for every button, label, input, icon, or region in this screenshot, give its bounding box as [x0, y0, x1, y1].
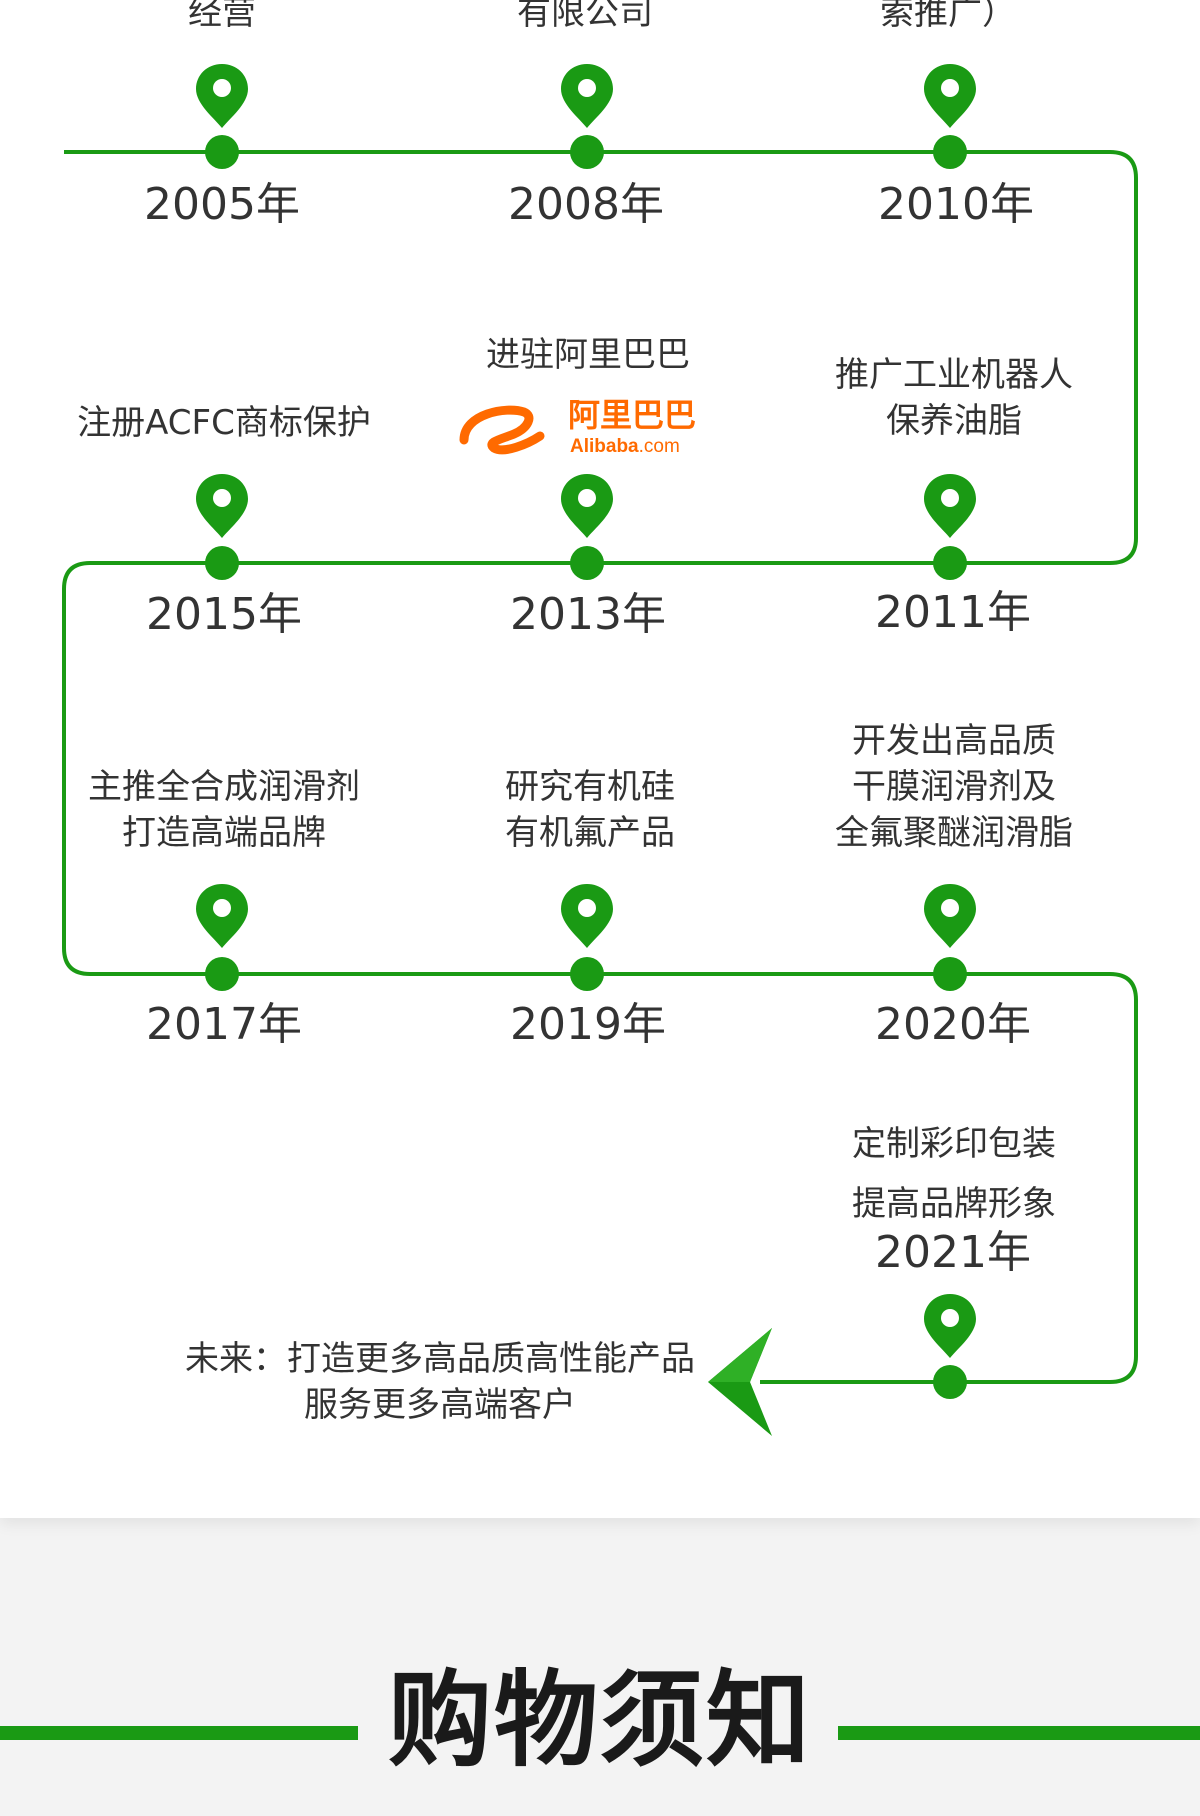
alibaba-logo-cn: 阿里巴巴: [568, 396, 696, 434]
timeline-dot: [205, 135, 239, 169]
timeline-dot: [933, 546, 967, 580]
timeline-card: [0, 0, 1200, 1518]
timeline-route: [62, 150, 1138, 1384]
title-bar-left: [0, 1726, 358, 1740]
section-title: 购物须知: [387, 1659, 812, 1781]
event-text-2005: 经营: [188, 0, 256, 33]
timeline-dot: [933, 957, 967, 991]
year-label-2011: 2011年: [875, 587, 1031, 638]
event-text-2010: 索推广）: [880, 0, 1016, 33]
timeline-dot: [570, 546, 604, 580]
year-label-2015: 2015年: [146, 589, 302, 640]
alibaba-logo: 阿里巴巴 Alibaba.com: [459, 396, 696, 457]
event-text-2013: 进驻阿里巴巴: [486, 335, 690, 375]
svg-text:Alibaba.com: Alibaba.com: [570, 436, 680, 457]
event-text-2019: 研究有机硅 有机氟产品: [505, 767, 675, 853]
location-pin-icon: [196, 884, 248, 948]
year-label-2013: 2013年: [510, 589, 666, 640]
alibaba-logo-en: Alibaba: [570, 436, 639, 457]
alibaba-logo-suffix: .com: [639, 436, 680, 457]
year-label-2020: 2020年: [875, 999, 1031, 1050]
location-pin-icon: [196, 64, 248, 128]
year-label-2005: 2005年: [144, 179, 300, 230]
location-pin-icon: [924, 1294, 976, 1358]
timeline-dot: [205, 546, 239, 580]
timeline-dot: [570, 135, 604, 169]
event-text-2015: 注册ACFC商标保护: [77, 403, 371, 443]
location-pin-icon: [561, 474, 613, 538]
timeline-dot: [933, 1365, 967, 1399]
arrow-left-icon: [708, 1328, 772, 1436]
event-text-2021: 定制彩印包装 提高品牌形象: [852, 1124, 1056, 1224]
event-text-2017: 主推全合成润滑剂 打造高端品牌: [88, 767, 360, 853]
location-pin-icon: [924, 474, 976, 538]
location-pin-icon: [561, 64, 613, 128]
timeline-dot: [205, 957, 239, 991]
location-pin-icon: [561, 884, 613, 948]
event-text-2008: 有限公司: [517, 0, 653, 33]
year-label-2010: 2010年: [878, 179, 1034, 230]
location-pin-icon: [924, 884, 976, 948]
year-label-2021: 2021年: [875, 1227, 1031, 1278]
event-text-2011: 推广工业机器人 保养油脂: [835, 355, 1073, 441]
future-text: 未来：打造更多高品质高性能产品 服务更多高端客户: [185, 1339, 695, 1425]
event-text-2020: 开发出高品质 干膜润滑剂及 全氟聚醚润滑脂: [835, 721, 1073, 853]
year-label-2017: 2017年: [146, 999, 302, 1050]
timeline-dot: [933, 135, 967, 169]
year-label-2008: 2008年: [508, 179, 664, 230]
timeline-dot: [570, 957, 604, 991]
location-pin-icon: [924, 64, 976, 128]
year-label-2019: 2019年: [510, 999, 666, 1050]
location-pin-icon: [196, 474, 248, 538]
title-bar-right: [838, 1726, 1200, 1740]
